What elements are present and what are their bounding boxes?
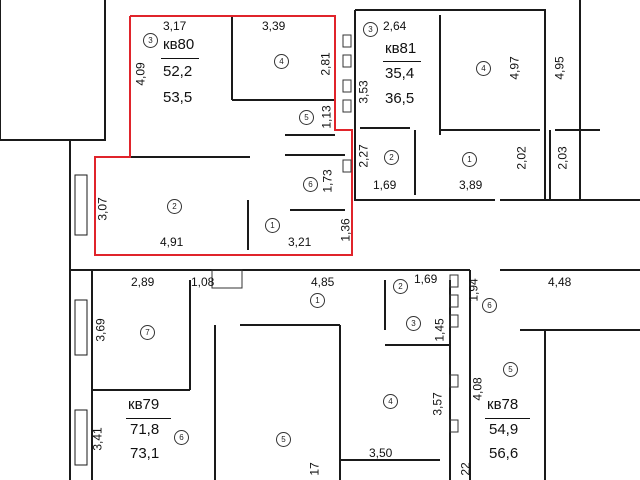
room-number: 1	[310, 293, 325, 308]
dimension: 1,69	[414, 272, 438, 286]
room-number: 3	[406, 316, 421, 331]
room-number: 1	[462, 152, 477, 167]
apartment-kv78-underline	[485, 418, 530, 419]
apartment-kv79-underline	[126, 418, 171, 419]
dimension: 17	[307, 462, 322, 476]
apartment-kv78-total-area: 56,6	[489, 445, 519, 462]
apartment-kv81-living-area: 35,4	[385, 65, 415, 82]
window-kv79-room6	[74, 409, 88, 466]
apartment-kv80-name: кв80	[163, 36, 195, 53]
room-number: 3	[363, 22, 378, 37]
dimension: 3,53	[356, 80, 371, 104]
dimension: 3,57	[430, 392, 445, 416]
apartment-kv78-living-area: 54,9	[489, 421, 519, 438]
dimension: 22	[458, 462, 473, 476]
room-number: 4	[383, 394, 398, 409]
dimension: 4,48	[548, 275, 572, 289]
dimension: 3,69	[93, 318, 108, 342]
dimension: 1,36	[338, 218, 353, 242]
dimension: 4,09	[133, 62, 148, 86]
window-kv80-living	[74, 174, 88, 236]
room-number: 1	[265, 218, 280, 233]
wall-kv81-left	[354, 10, 495, 201]
dimension: 2,81	[318, 52, 333, 76]
apartment-kv80-living-area: 52,2	[163, 63, 193, 80]
dimension: 3,50	[369, 446, 393, 460]
dimension: 3,41	[90, 427, 105, 451]
dimension: 3,17	[163, 19, 187, 33]
dimension: 4,08	[470, 377, 485, 401]
windows	[74, 174, 88, 466]
room-number: 2	[167, 199, 182, 214]
dimension: 2,03	[555, 146, 570, 170]
apartment-kv80-total-area: 53,5	[163, 89, 193, 106]
dimension: 4,95	[552, 56, 567, 80]
wall-kv81-top	[355, 9, 546, 200]
room-number: 7	[140, 325, 155, 340]
room-number: 5	[503, 362, 518, 377]
apartment-kv81-total-area: 36,5	[385, 90, 415, 107]
room-number: 2	[393, 279, 408, 294]
wall-top-left	[0, 0, 106, 141]
apartment-kv80-underline	[161, 58, 199, 59]
window-kv79-room7	[74, 299, 88, 356]
apartment-kv80-outline	[94, 15, 353, 256]
apartment-kv79-total-area: 73,1	[130, 445, 160, 462]
room-number: 5	[276, 432, 291, 447]
apartment-kv81-underline	[383, 61, 421, 62]
dimension: 4,85	[311, 275, 335, 289]
dimension: 2,02	[514, 146, 529, 170]
room-number: 3	[143, 33, 158, 48]
dimension: 1,94	[466, 278, 481, 302]
dimension: 3,39	[262, 19, 286, 33]
dimension: 1,13	[319, 105, 334, 129]
room-number: 2	[384, 150, 399, 165]
room-number: 4	[476, 61, 491, 76]
dimension: 1,69	[373, 178, 397, 192]
room-number: 6	[303, 177, 318, 192]
room-number: 5	[299, 110, 314, 125]
room-number: 6	[482, 298, 497, 313]
dimension: 2,89	[131, 275, 155, 289]
dimension: 1,08	[191, 275, 215, 289]
fixtures	[211, 34, 459, 433]
dimension: 3,21	[288, 235, 312, 249]
apartment-kv79-name: кв79	[128, 396, 160, 413]
apartment-kv78-name: кв78	[487, 396, 519, 413]
dimension: 4,97	[507, 56, 522, 80]
room-number: 6	[174, 430, 189, 445]
room-number: 4	[274, 54, 289, 69]
dimension: 3,07	[95, 197, 110, 221]
dimension: 4,91	[160, 235, 184, 249]
dimension: 2,64	[383, 19, 407, 33]
dimension: 2,27	[356, 144, 371, 168]
apartment-kv81-name: кв81	[385, 40, 417, 57]
dimension: 3,89	[459, 178, 483, 192]
dimension: 1,73	[320, 169, 335, 193]
dimension: 1,45	[432, 318, 447, 342]
apartment-kv79-living-area: 71,8	[130, 421, 160, 438]
